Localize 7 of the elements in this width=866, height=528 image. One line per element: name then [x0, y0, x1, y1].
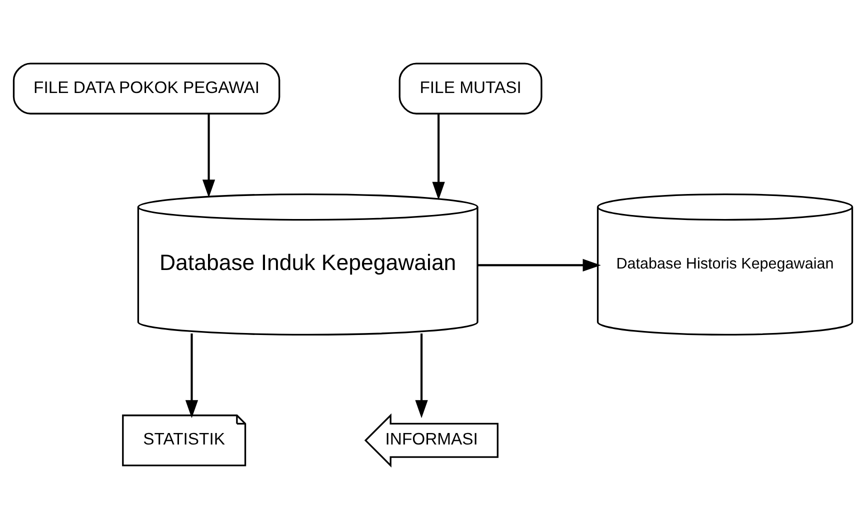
arrow	[202, 113, 216, 198]
arrow	[185, 333, 198, 418]
arrow	[415, 333, 428, 418]
node-box: FILE DATA POKOK PEGAWAI	[12, 62, 280, 114]
arrow	[432, 113, 445, 200]
arrow	[478, 258, 601, 272]
node-box: FILE MUTASI	[398, 62, 542, 114]
